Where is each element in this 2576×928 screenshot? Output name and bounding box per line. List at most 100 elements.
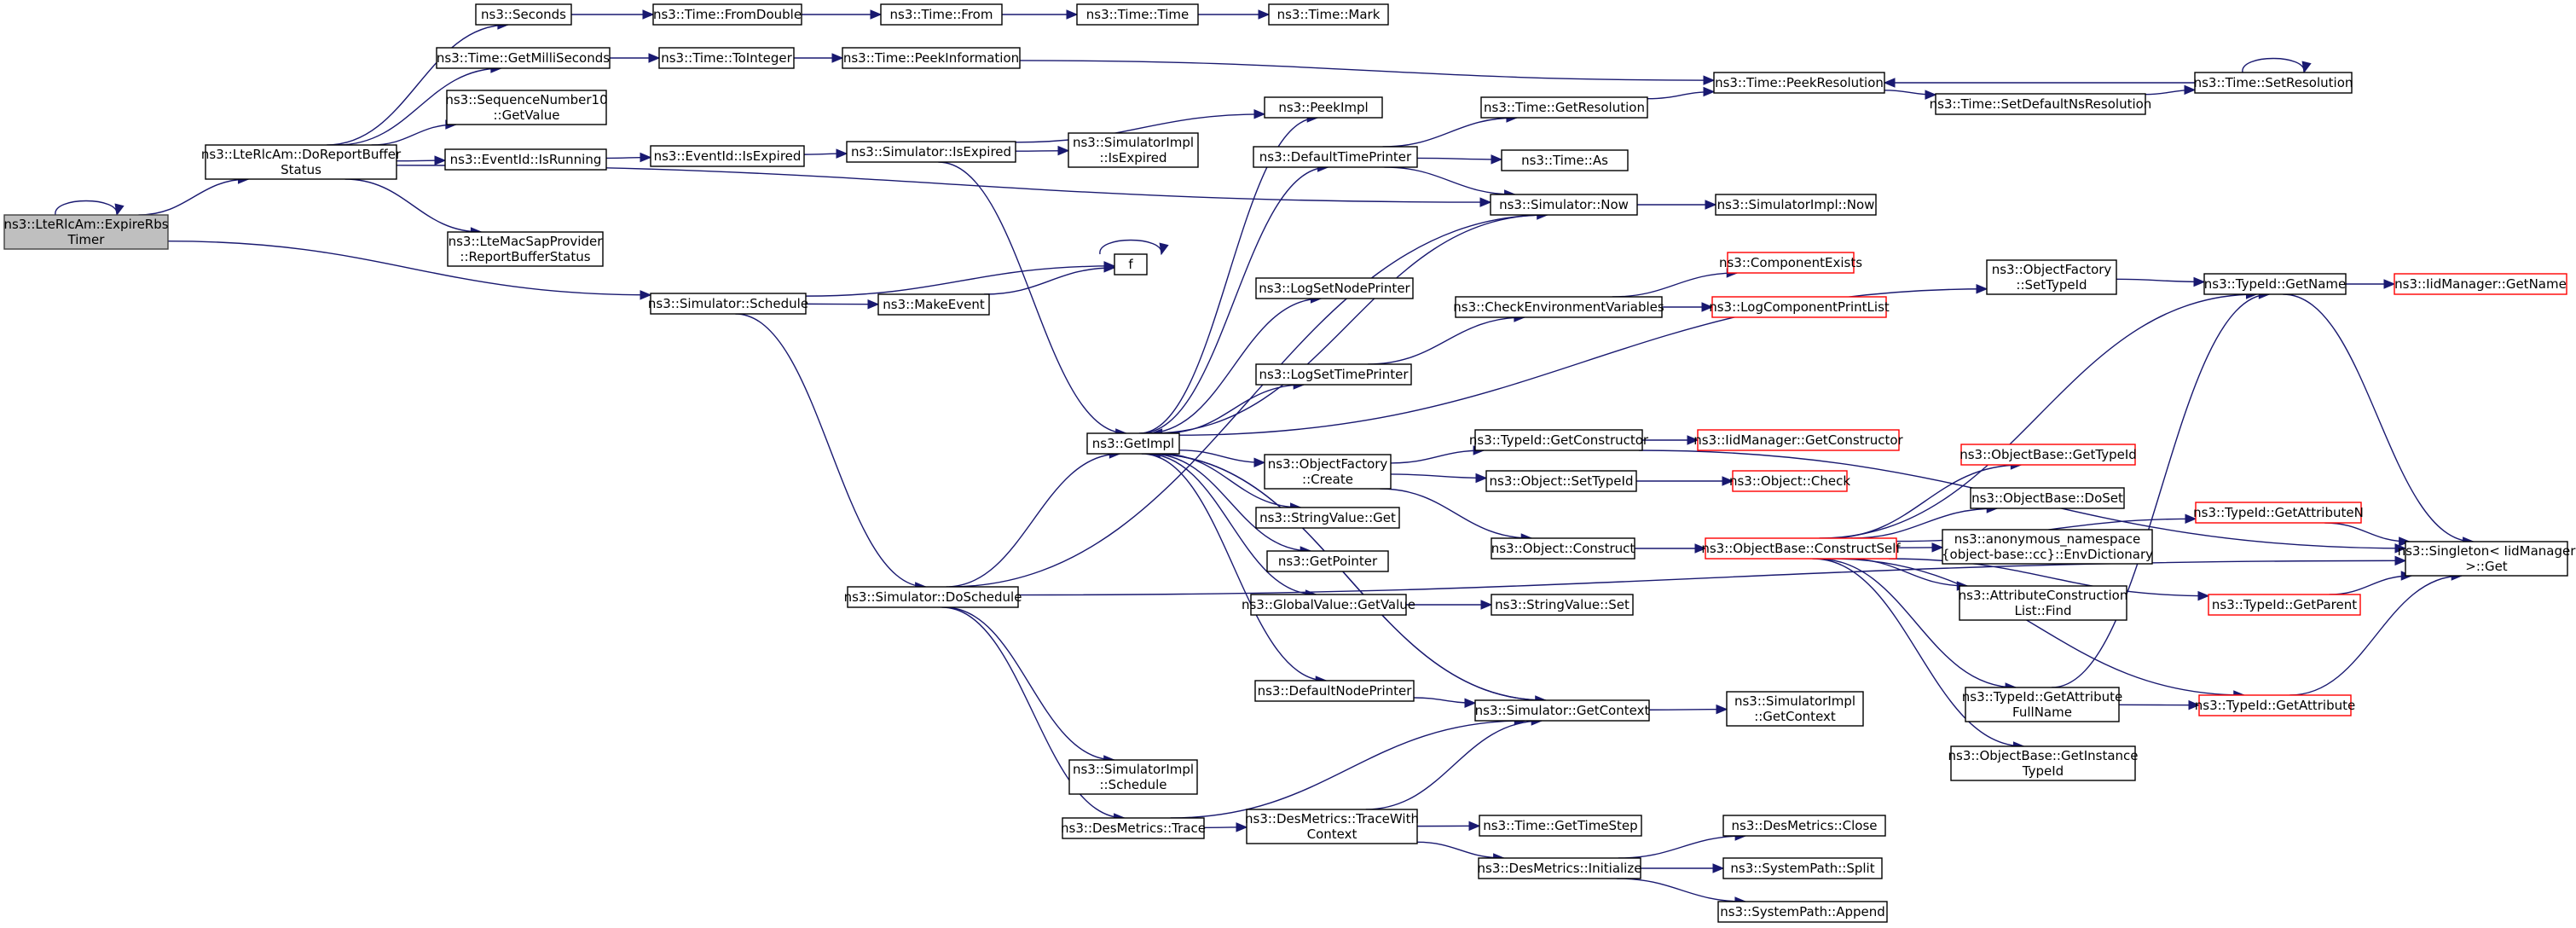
node-box bbox=[1705, 537, 1897, 560]
node-box bbox=[1253, 146, 1418, 168]
node-objsettypeid[interactable]: ns3::Object::SetTypeId bbox=[1485, 470, 1637, 492]
node-box bbox=[1076, 3, 1199, 26]
node-deftimeprinter[interactable]: ns3::DefaultTimePrinter bbox=[1253, 146, 1418, 168]
node-singletonget[interactable]: ns3::Singleton< IidManager>::Get bbox=[2398, 541, 2576, 577]
node-stringvalueget[interactable]: ns3::StringValue::Get bbox=[1255, 507, 1400, 529]
node-peekimpl[interactable]: ns3::PeekImpl bbox=[1264, 96, 1383, 119]
edge-doreport-now bbox=[396, 165, 1492, 207]
node-box bbox=[1479, 815, 1642, 837]
node-setdefns[interactable]: ns3::Time::SetDefaultNsResolution bbox=[1930, 93, 2152, 115]
node-simimplschedule[interactable]: ns3::SimulatorImpl::Schedule bbox=[1068, 759, 1198, 795]
edge-arrow bbox=[836, 148, 848, 159]
edge-arrow bbox=[1479, 197, 1492, 207]
node-from[interactable]: ns3::Time::From bbox=[880, 3, 1003, 26]
node-isrunning[interactable]: ns3::EventId::IsRunning bbox=[444, 148, 607, 171]
node-envdict[interactable]: ns3::anonymous_namespace{object-base::cc… bbox=[1942, 529, 2153, 565]
node-getconstructor[interactable]: ns3::TypeId::GetConstructor bbox=[1469, 429, 1649, 451]
node-seqnum[interactable]: ns3::SequenceNumber10::GetValue bbox=[445, 90, 608, 125]
node-fromdouble[interactable]: ns3::Time::FromDouble bbox=[652, 3, 802, 26]
node-isexpired[interactable]: ns3::EventId::IsExpired bbox=[650, 145, 805, 167]
edge-line bbox=[167, 241, 651, 296]
node-typeidgetattribute[interactable]: ns3::TypeId::GetAttribute bbox=[2195, 694, 2355, 716]
node-globalvalueget[interactable]: ns3::GlobalValue::GetValue bbox=[1242, 594, 1415, 616]
node-gettypeidattributen[interactable]: ns3::TypeId::GetAttributeN bbox=[2193, 502, 2364, 524]
node-label: ns3::TypeId::GetConstructor bbox=[1469, 432, 1649, 448]
node-objfactsettype[interactable]: ns3::ObjectFactory::SetTypeId bbox=[1986, 259, 2117, 295]
node-defnodeprinter[interactable]: ns3::DefaultNodePrinter bbox=[1254, 680, 1415, 702]
node-typeidgetname[interactable]: ns3::TypeId::GetName bbox=[2203, 273, 2347, 295]
node-mark[interactable]: ns3::Time::Mark bbox=[1268, 3, 1389, 26]
node-box bbox=[1114, 253, 1148, 276]
node-logcompprint[interactable]: ns3::LogComponentPrintList bbox=[1709, 296, 1890, 318]
node-timeas[interactable]: ns3::Time::As bbox=[1501, 149, 1629, 171]
node-desmetricstrace[interactable]: ns3::DesMetrics::Trace bbox=[1061, 817, 1206, 839]
node-iidgetname[interactable]: ns3::IidManager::GetName bbox=[2394, 273, 2567, 295]
node-objconstruct[interactable]: ns3::Object::Construct bbox=[1491, 537, 1635, 560]
node-iidgetconstructor[interactable]: ns3::IidManager::GetConstructor bbox=[1693, 429, 1904, 451]
edge-arrow bbox=[867, 299, 880, 310]
node-getmilli[interactable]: ns3::Time::GetMilliSeconds bbox=[436, 47, 611, 69]
node-label: ns3::ObjectBase::GetInstance bbox=[1948, 748, 2139, 763]
node-getresolution[interactable]: ns3::Time::GetResolution bbox=[1480, 96, 1648, 119]
node-desclose[interactable]: ns3::DesMetrics::Close bbox=[1722, 815, 1886, 837]
node-gettimestep[interactable]: ns3::Time::GetTimeStep bbox=[1479, 815, 1642, 837]
edge-line bbox=[1141, 453, 1327, 682]
node-objcheck[interactable]: ns3::Object::Check bbox=[1729, 470, 1850, 492]
node-now[interactable]: ns3::Simulator::Now bbox=[1490, 194, 1638, 216]
node-macsap[interactable]: ns3::LteMacSapProvider::ReportBufferStat… bbox=[447, 231, 604, 267]
node-pathappend[interactable]: ns3::SystemPath::Append bbox=[1717, 901, 1888, 923]
node-desinit[interactable]: ns3::DesMetrics::Initialize bbox=[1478, 857, 1642, 879]
node-simimplisexpired[interactable]: ns3::SimulatorImpl::IsExpired bbox=[1068, 132, 1199, 168]
node-compexists[interactable]: ns3::ComponentExists bbox=[1719, 252, 1862, 274]
edge-objfactcreate-objconstruct bbox=[1380, 488, 1533, 543]
node-peekres[interactable]: ns3::Time::PeekResolution bbox=[1713, 72, 1885, 94]
edge-line bbox=[1819, 293, 2257, 539]
node-checkenv[interactable]: ns3::CheckEnvironmentVariables bbox=[1453, 296, 1664, 318]
edge-doreport-macsap bbox=[344, 178, 483, 237]
node-simimplnow[interactable]: ns3::SimulatorImpl::Now bbox=[1715, 194, 1877, 216]
node-getimpl[interactable]: ns3::GetImpl bbox=[1086, 432, 1180, 455]
node-getpointer[interactable]: ns3::GetPointer bbox=[1266, 550, 1389, 572]
edge-line bbox=[1162, 384, 1305, 434]
node-objbasedoset[interactable]: ns3::ObjectBase::DoSet bbox=[1970, 487, 2125, 509]
node-label: ns3::Singleton< IidManager bbox=[2398, 543, 2576, 559]
node-label: ns3::Seconds bbox=[481, 7, 566, 22]
node-pathsplit[interactable]: ns3::SystemPath::Split bbox=[1722, 857, 1883, 879]
edge-line bbox=[1850, 508, 1998, 539]
node-peekinfo[interactable]: ns3::Time::PeekInformation bbox=[842, 47, 1021, 69]
node-f[interactable]: f bbox=[1114, 253, 1148, 276]
node-box bbox=[846, 141, 1016, 163]
node-objfactcreate[interactable]: ns3::ObjectFactory::Create bbox=[1264, 454, 1392, 490]
node-label: ns3::ComponentExists bbox=[1719, 255, 1862, 270]
node-simimplgetcontext[interactable]: ns3::SimulatorImpl::GetContext bbox=[1726, 691, 1864, 727]
node-logtimeprinter[interactable]: ns3::LogSetTimePrinter bbox=[1255, 363, 1412, 386]
node-label: ns3::LogSetNodePrinter bbox=[1259, 281, 1410, 296]
edge-arrow bbox=[1159, 242, 1169, 256]
node-typeidgetparent[interactable]: ns3::TypeId::GetParent bbox=[2208, 594, 2361, 616]
node-label: ns3::DesMetrics::Trace bbox=[1061, 821, 1206, 836]
node-simisexpired[interactable]: ns3::Simulator::IsExpired bbox=[846, 141, 1016, 163]
node-seconds[interactable]: ns3::Seconds bbox=[475, 3, 572, 26]
node-makeevent[interactable]: ns3::MakeEvent bbox=[877, 293, 990, 316]
node-box bbox=[1697, 429, 1900, 451]
node-simgetcontext[interactable]: ns3::Simulator::GetContext bbox=[1474, 699, 1650, 722]
edge-tointeger-peekinfo bbox=[794, 53, 844, 63]
node-constructself[interactable]: ns3::ObjectBase::ConstructSelf bbox=[1701, 537, 1901, 560]
edge-line bbox=[1145, 453, 1317, 595]
node-schedule[interactable]: ns3::Simulator::Schedule bbox=[648, 293, 808, 315]
edge-line bbox=[327, 24, 508, 146]
node-stringvalueset[interactable]: ns3::StringValue::Set bbox=[1491, 594, 1634, 616]
node-lognodeprinter[interactable]: ns3::LogSetNodePrinter bbox=[1255, 277, 1414, 299]
node-box bbox=[1715, 194, 1877, 216]
node-doschedule[interactable]: ns3::Simulator::DoSchedule bbox=[844, 586, 1022, 608]
node-tointeger[interactable]: ns3::Time::ToInteger bbox=[658, 47, 795, 69]
node-setres[interactable]: ns3::Time::SetResolution bbox=[2194, 72, 2353, 94]
node-time[interactable]: ns3::Time::Time bbox=[1076, 3, 1199, 26]
node-objbasegettypeid[interactable]: ns3::ObjectBase::GetTypeId bbox=[1959, 444, 2137, 466]
